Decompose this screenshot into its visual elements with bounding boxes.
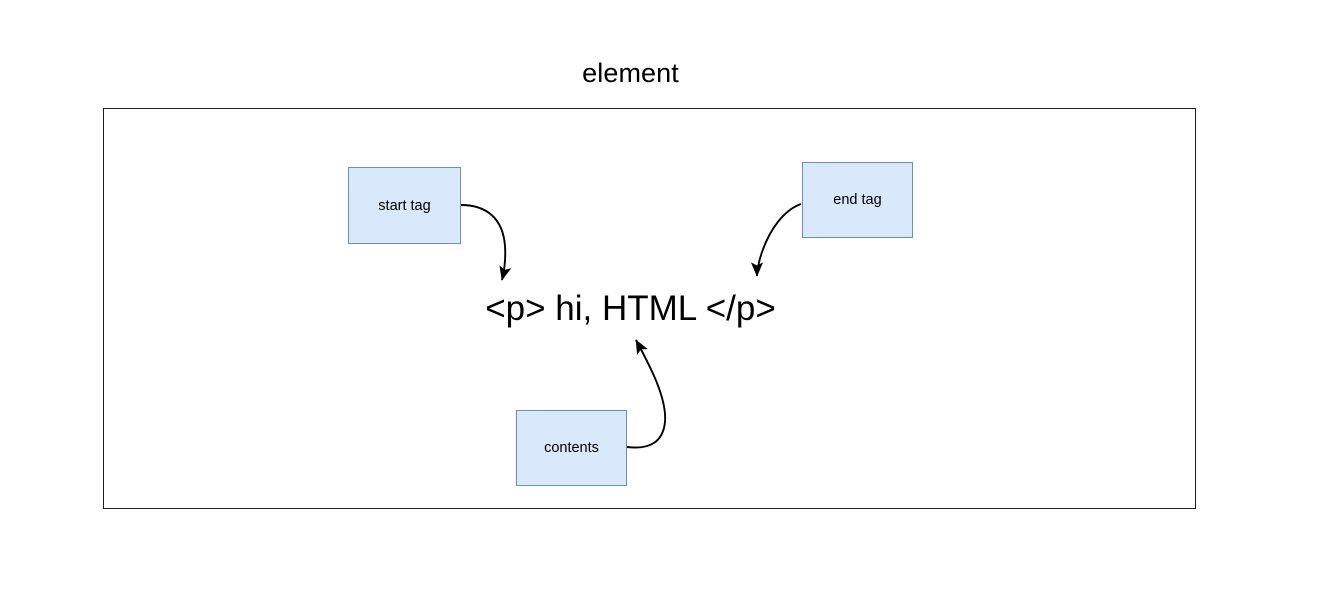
page-title: element xyxy=(582,58,679,88)
label-box-end-tag[interactable]: end tag xyxy=(802,162,913,238)
label-box-contents-text: contents xyxy=(544,440,599,456)
label-box-start-tag[interactable]: start tag xyxy=(348,167,461,244)
label-box-contents[interactable]: contents xyxy=(516,410,627,486)
code-sample-text: <p> hi, HTML </p> xyxy=(485,289,776,328)
label-box-end-tag-text: end tag xyxy=(833,192,882,208)
label-box-start-tag-text: start tag xyxy=(378,197,431,214)
